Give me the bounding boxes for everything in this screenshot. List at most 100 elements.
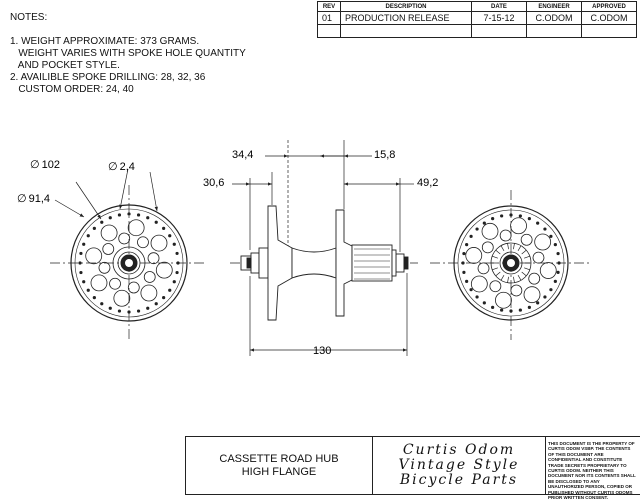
pocket (150, 234, 168, 252)
notes-block: NOTES: 1. WEIGHT APPROXIMATE: 373 GRAMS.… (10, 12, 246, 96)
spoke-hole (475, 227, 479, 231)
pocket (510, 217, 527, 235)
spoke-hole (549, 288, 553, 292)
spoke-hole (78, 261, 82, 265)
pockets (85, 219, 173, 307)
pocket (481, 222, 499, 240)
note-line: 1. WEIGHT APPROXIMATE: 373 GRAMS. (10, 36, 200, 47)
spoke-hole (162, 296, 166, 300)
title-block: CASSETTE ROAD HUB HIGH FLANGE Curtis Odo… (185, 436, 640, 500)
spoke-hole (527, 305, 531, 309)
pocket (539, 262, 557, 279)
spoke-hole (108, 306, 112, 310)
spoke-hole (82, 242, 86, 246)
pocket (155, 261, 173, 279)
spoke-hole (172, 280, 176, 284)
logo-line-1: Curtis Odom (402, 442, 516, 458)
note-line: CUSTOM ORDER: 24, 40 (10, 84, 134, 95)
confidentiality-notice: THIS DOCUMENT IS THE PROPERTY OF CURTIS … (548, 441, 636, 500)
spoke-hole-label: ∅2,4 (108, 161, 135, 173)
pocket (118, 232, 131, 245)
spline-tooth (513, 276, 515, 283)
spoke-hole (117, 213, 122, 217)
spoke-hole (469, 288, 473, 292)
title-line-2: HIGH FLANGE (241, 465, 317, 478)
spoke-hole (553, 279, 557, 283)
freehub-splines (354, 248, 390, 280)
spoke-hole (146, 216, 150, 220)
title-line-1: CASSETTE ROAD HUB (219, 452, 339, 465)
spoke-hole (462, 252, 466, 256)
pocket (127, 281, 140, 294)
spoke-holes (78, 212, 180, 314)
spoke-hole (482, 221, 486, 225)
notes-heading: NOTES: (10, 12, 48, 23)
spoke-hole (79, 270, 83, 275)
pocket (481, 241, 494, 254)
pocket (528, 272, 541, 285)
pocket (100, 224, 118, 242)
spline-tooth (495, 271, 501, 277)
left-flange-view (50, 168, 205, 340)
spoke-hole (556, 252, 560, 256)
spoke-hole (92, 226, 96, 230)
spoke-hole (172, 242, 176, 246)
spline-tooth (500, 274, 505, 281)
side-view-dimensions (232, 140, 414, 356)
bolt-circle-label: ∅91,4 (17, 193, 50, 205)
pocket (90, 274, 108, 292)
pocket (109, 277, 121, 290)
spoke-hole (127, 310, 131, 314)
spoke-hole (92, 296, 96, 300)
note-line: WEIGHT VARIES WITH SPOKE HOLE QUANTITY (10, 48, 246, 59)
logo-line-3: Bicycle Parts (399, 472, 519, 488)
spoke-hole (108, 216, 112, 220)
pocket (147, 252, 160, 265)
pocket (113, 289, 131, 307)
spline-tooth (524, 267, 530, 271)
spoke-hole (86, 234, 90, 238)
pocket (98, 261, 111, 274)
spline-tooth (492, 255, 498, 259)
spoke-hole (162, 226, 166, 230)
spoke-hole (475, 295, 479, 299)
outer-diameter-label: ∅102 (30, 159, 60, 171)
left-flange-label: 30,6 (203, 177, 224, 189)
spline-tooth (513, 243, 515, 250)
spoke-hole (146, 306, 150, 310)
spoke-hole (154, 302, 158, 306)
freehub-spline (491, 243, 531, 283)
spline-tooth (500, 245, 505, 252)
empty-cell (581, 24, 637, 38)
spoke-hole (86, 288, 90, 292)
spoke-hole (154, 220, 158, 224)
spoke-holes (461, 213, 561, 313)
spline-tooth (517, 245, 522, 252)
hub-side-view (230, 205, 418, 321)
right-flange-view (430, 190, 590, 340)
pocket (85, 247, 103, 265)
pocket (140, 284, 158, 302)
pocket (102, 243, 115, 255)
pocket (532, 251, 545, 264)
spoke-hole (136, 213, 141, 217)
spoke-hole (500, 308, 504, 312)
spoke-hole (117, 309, 122, 313)
spoke-hole (509, 213, 513, 217)
spoke-hole (527, 217, 531, 221)
spoke-hole (518, 214, 522, 218)
pocket (127, 219, 145, 237)
spoke-hole (465, 279, 469, 283)
spoke-hole (465, 243, 469, 247)
pocket (489, 280, 502, 293)
spoke-hole (100, 220, 104, 224)
logo-line-2: Vintage Style (398, 457, 520, 473)
company-logo: Curtis Odom Vintage Style Bicycle Parts (373, 437, 546, 494)
right-flange-label: 49,2 (417, 177, 438, 189)
spoke-hole (500, 214, 504, 218)
spline-tooth (507, 243, 509, 250)
spoke-hole (461, 261, 465, 265)
spoke-hole (176, 261, 180, 265)
